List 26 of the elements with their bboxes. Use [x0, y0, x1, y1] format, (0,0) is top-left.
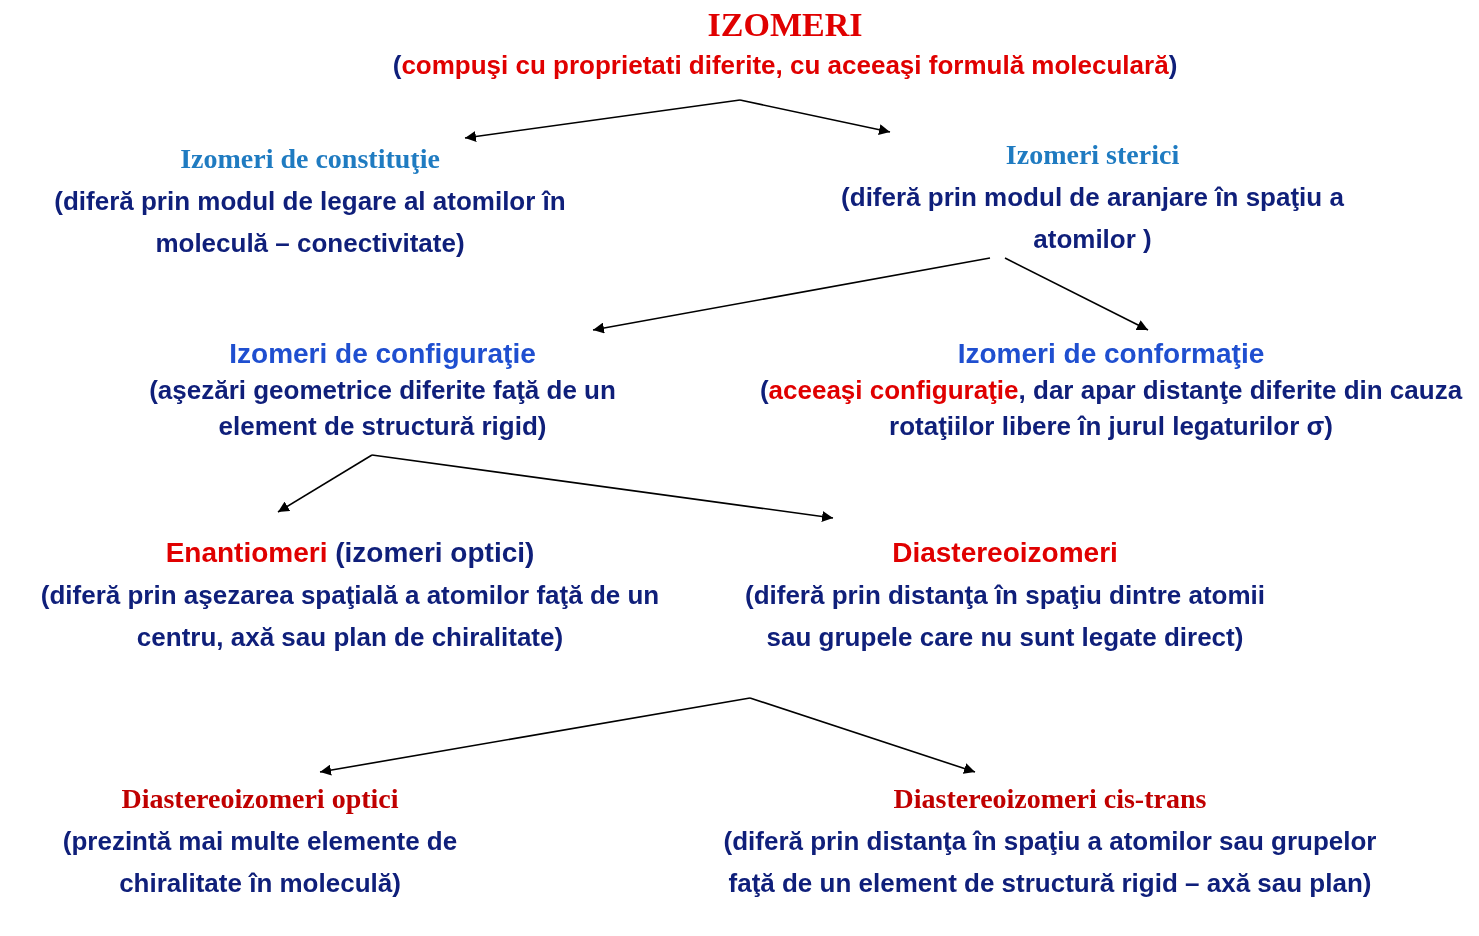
- category-description: (compuşi cu proprietati diferite, cu aceeaşi formulă moleculară): [392, 49, 1178, 82]
- arrow: [749, 697, 976, 774]
- category-heading: Enantiomeri (izomeri optici): [165, 536, 535, 570]
- category-heading: Izomeri de configuraţie: [229, 337, 536, 371]
- category-description: (diferă prin aşezarea spaţială a atomilor faţă de un centru, axă sau plan de chiralitate): [39, 579, 661, 654]
- category-heading: Diastereoizomeri cis-trans: [893, 782, 1207, 816]
- arrow: [1004, 257, 1149, 331]
- category-heading: Diastereoizomeri: [892, 536, 1118, 570]
- arrow: [319, 697, 751, 776]
- category-description: (diferă prin distanţa în spaţiu a atomilor sau grupelor faţă de un element de structură rigid – axă sau plan): [722, 825, 1378, 900]
- arrow: [371, 454, 834, 522]
- arrow: [739, 99, 891, 136]
- arrow: [464, 99, 741, 142]
- category-heading: Izomeri de conformaţie: [957, 337, 1265, 371]
- category-description: (prezintă mai multe elemente de chiralitate în moleculă): [61, 825, 459, 900]
- category-heading: Izomeri de constituţie: [180, 142, 440, 176]
- category-heading: Diastereoizomeri optici: [121, 782, 399, 816]
- arrow: [277, 454, 373, 513]
- category-description: (aşezări geometrice diferite faţă de un element de structură rigid): [148, 374, 617, 443]
- category-description: (diferă prin modul de aranjare în spaţiu a atomilor ): [840, 181, 1345, 256]
- category-heading: Izomeri sterici: [1005, 138, 1180, 172]
- category-heading: IZOMERI: [707, 5, 863, 45]
- category-description: (aceeaşi configuraţie, dar apar distanţe diferite din cauza rotaţiilor libere în jurul legaturilor σ): [758, 374, 1464, 443]
- arrow: [592, 257, 991, 334]
- category-description: (diferă prin modul de legare al atomilor în moleculă – conectivitate): [53, 185, 567, 260]
- category-description: (diferă prin distanţa în spaţiu dintre atomii sau grupele care nu sunt legate direct): [743, 579, 1267, 654]
